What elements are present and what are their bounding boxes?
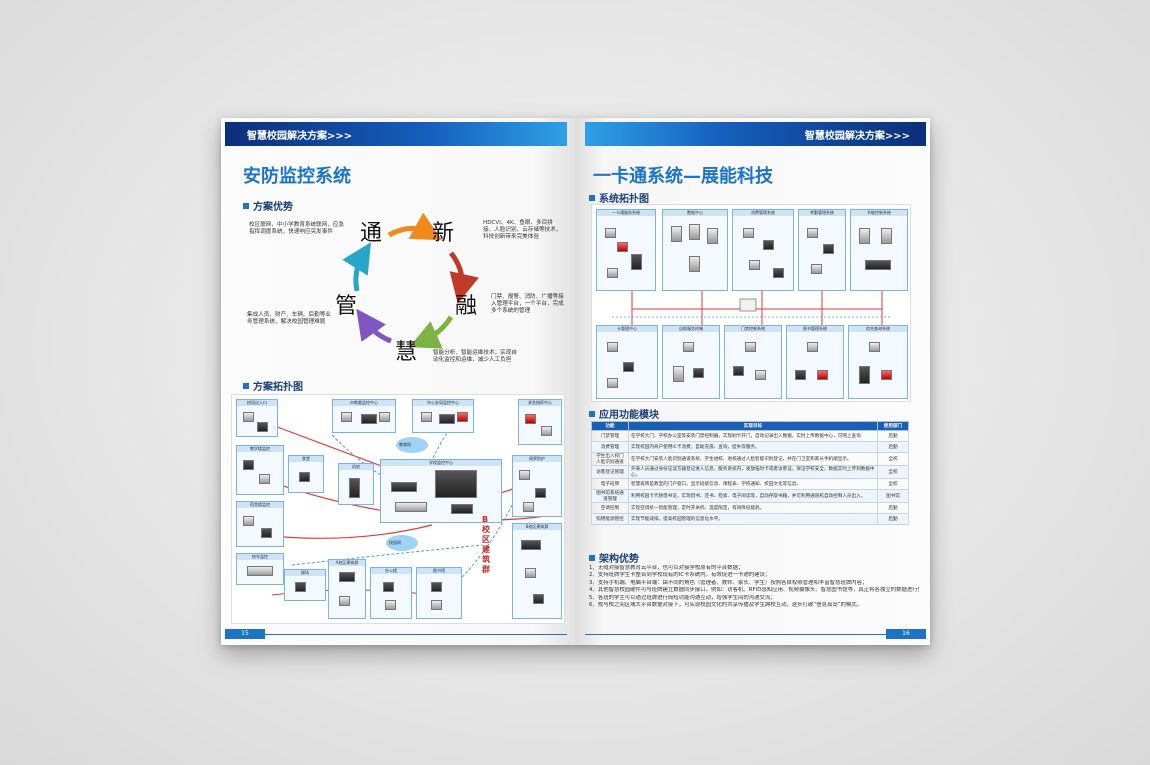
right-page-number: 16	[886, 629, 926, 639]
box-playground: 操场	[284, 569, 326, 601]
security-topology-diagram: 教育网 校园网 校园出入口 市教委监控中心 市公安局监控中心 紧急指挥中心 教学…	[231, 394, 565, 624]
note-xin: HDCVI、4K、鱼眼、多目拼接、人脸识别、云存储等技术，科技创新带来完美体验	[483, 220, 562, 241]
table-row: 门禁管理在学校大门、学校办公室等安装门禁控制器，实现刷卡开门，自动记录出入数据，…	[591, 430, 909, 442]
box-teaching-building: 教学楼监控	[236, 445, 284, 495]
advantages-list: 1、无缝对接智慧教育云平台，也可以对接学校原有的平台数据； 2、支持班牌学生卡整…	[589, 565, 919, 609]
right-header-text: 智慧校园解决方案>>>	[804, 131, 910, 142]
list-item: 2、支持班牌学生卡整合到学校现有的IC卡系统内，有效促进一卡通的建设；	[589, 572, 771, 579]
table-row: 消费管理实现校园内商户使用IC卡消费，自助充值、查询，挂失等服务。后勤	[591, 441, 909, 453]
right-header-bar: 智慧校园解决方案>>>	[585, 122, 926, 146]
box-self-service: 自助服务终端	[662, 325, 720, 399]
function-table: 功能 实现目标 使用部门 门禁管理在学校大门、学校办公室等安装门禁控制器，实现刷…	[591, 421, 909, 525]
left-header-text: 智慧校园解决方案>>>	[247, 131, 353, 142]
box-canteen: 食堂	[288, 455, 324, 493]
box-police-center: 市公安局监控中心	[412, 399, 474, 433]
char-tong: 通	[360, 221, 383, 246]
section-advantages: 方案优势	[243, 198, 293, 213]
cloud-campus-net	[386, 535, 418, 551]
cloud-edu-net	[396, 437, 428, 453]
box-campus-a: A校区建筑群	[328, 559, 366, 619]
char-xin: 新	[432, 221, 455, 246]
onecard-topology-diagram: 一卡通服务系统 数据中心 消费管理系统 考勤管理系统 节能控制系统 卡管理中心 …	[591, 204, 911, 402]
box-card-center: 卡管理中心	[596, 325, 658, 399]
section-architecture-advantages: 架构优势	[589, 550, 639, 565]
note-rong: 门禁、报警、消防、广播等接入管理平台，一个平台，完成多个系统的管理	[491, 294, 564, 315]
box-consumption: 消费管理系统	[732, 209, 794, 291]
box-data-center: 数据中心	[662, 209, 728, 291]
box-school-gate: 校园出入口	[236, 399, 278, 437]
table-row: 电子班牌智慧班牌是教室的门户窗口，显示班级信息、课程表、学校通知、校园文化等信息…	[591, 478, 909, 490]
char-hui: 慧	[395, 340, 418, 365]
right-page-line	[585, 634, 926, 635]
box-edu-center: 市教委监控中心	[332, 399, 396, 433]
box-energy-control: 节能控制系统	[850, 209, 908, 291]
table-header-row: 功能 实现目标 使用部门	[591, 421, 909, 431]
note-guan: 集成人员、财产、车辆、后勤等业务管理系统，解决校园管理难题	[247, 312, 331, 326]
section-topology: 方案拓扑图	[243, 378, 303, 393]
box-office: 办公楼	[370, 567, 412, 619]
box-access-control: 门禁控制系统	[724, 325, 782, 399]
list-item: 5、各班的学生可以通过班牌进行简短功能沟通互动，增强学生间的沟通交流；	[589, 594, 776, 601]
cycle-diagram	[342, 213, 479, 349]
table-row: 空调控制实现空调统一智能管理，定时开关机、温度限定，有效降低能耗。后勤	[591, 502, 909, 514]
cloud-edu-label: 教育网	[399, 442, 411, 447]
section-function-modules: 应用功能模块	[589, 406, 659, 421]
box-server-room: 机房	[338, 463, 374, 505]
arrow-red	[448, 251, 479, 304]
box-service-system: 一卡通服务系统	[596, 209, 656, 291]
char-guan: 管	[335, 294, 358, 319]
vertical-label-b: B校区建筑群	[482, 515, 490, 574]
arrow-green	[409, 315, 454, 349]
list-item: 4、其他智慧校园硬件可与班牌建立数据同步接口，例如：访客机、RFID感知应用、视…	[589, 587, 919, 594]
table-row: 访客登记管理外来人员通过身份证读写器登记进入信息，服务系统内，发放临时卡或者访客…	[591, 465, 909, 479]
list-item: 6、校与校之间区域大平台数据对接下，可实现校园文化的共享传播及学生跨校互动，逐步…	[589, 602, 863, 609]
arrow-purple	[356, 308, 392, 344]
left-page-line	[225, 634, 567, 635]
right-page: 智慧校园解决方案>>> 一卡通系统—展能科技 系统拓扑图 一卡通服务系统 数据中…	[575, 118, 930, 645]
th-function: 功能	[591, 421, 629, 431]
left-page: 智慧校园解决方案>>> 安防监控系统 方案优势 通 新 融 慧 管 校区联网，中…	[221, 118, 575, 645]
list-item: 3、支持手机端、电脑平台端：由不同的角色（管理者、教师、家长、学生）按照各自权限…	[589, 579, 868, 586]
th-department: 使用部门	[877, 421, 909, 431]
left-page-title: 安防监控系统	[243, 166, 351, 187]
section-system-topology: 系统拓扑图	[589, 190, 649, 205]
note-hui: 智能分析、智能运维技术，实现自动化监控和运维，减少人工负担	[433, 350, 517, 364]
open-brochure: 智慧校园解决方案>>> 安防监控系统 方案优势 通 新 融 慧 管 校区联网，中…	[221, 118, 930, 645]
table-row: 图书馆系统通道管理利用校园卡代替借书证，实现借书、还书、检索、电子阅读等，自动存…	[591, 489, 909, 503]
list-item: 1、无缝对接智慧教育云平台，也可以对接学校原有的平台数据；	[589, 565, 744, 571]
box-query-system: 综合查询系统	[848, 325, 908, 399]
th-goal: 实现目标	[628, 421, 878, 431]
left-header-bar: 智慧校园解决方案>>>	[225, 122, 567, 146]
arrow-cyan	[342, 242, 371, 292]
right-page-title: 一卡通系统—展能科技	[593, 166, 773, 187]
box-library: 图书馆	[416, 567, 462, 619]
char-rong: 融	[455, 294, 478, 319]
box-school-bus: 校车监控	[236, 553, 284, 585]
box-emergency: 紧急指挥中心	[518, 399, 562, 445]
table-row: 照明能源管控实现节能减排，提高校园管理的信息化水平。后勤	[591, 513, 909, 525]
left-page-number: 15	[225, 629, 265, 639]
table-row: 学生出入校门人脸识别通道在学校大门安装人脸识别通道系统，学生进校、进校通过人脸智…	[591, 452, 909, 466]
note-tong: 校区联网，中小学教育系统联网，应急指挥调度系统，快速响应突发事件	[249, 222, 345, 236]
box-dormitory: 宿舍楼监控	[236, 501, 284, 547]
box-perimeter: 周界防护	[512, 455, 562, 517]
box-attendance: 考勤管理系统	[798, 209, 846, 291]
onecard-links	[612, 289, 892, 325]
box-campus-b: B校区建筑群	[512, 523, 562, 619]
box-library-system: 图书管理系统	[786, 325, 844, 399]
cloud-campus-label: 校园网	[389, 540, 401, 545]
box-school-monitor-center: 学校监控中心	[380, 459, 502, 523]
arrow-orange	[387, 213, 443, 241]
